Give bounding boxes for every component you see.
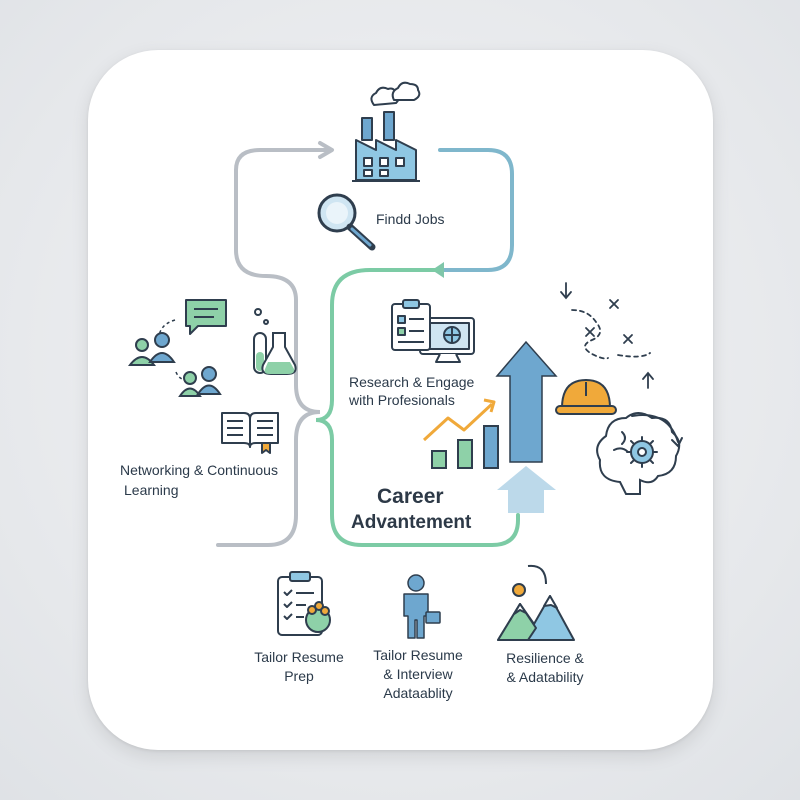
tailor-resume-line2: Prep xyxy=(284,668,314,684)
research-label-line1: Research & Engage xyxy=(349,374,475,390)
people-icon xyxy=(127,332,222,397)
resilience-line2: & Adatability xyxy=(506,669,584,685)
flask-icon xyxy=(253,308,297,375)
research-label-line2: with Profesionals xyxy=(349,392,455,408)
blue-flow-path xyxy=(436,148,514,272)
businessman-icon xyxy=(403,574,441,639)
factory-icon xyxy=(352,81,421,182)
networking-label-line2: Learning xyxy=(124,482,179,498)
checklist-icon xyxy=(277,571,331,636)
green-flow-path xyxy=(315,268,520,547)
chat-icon xyxy=(185,299,227,335)
interview-line2: & Interview xyxy=(383,666,453,682)
brain-gear-icon xyxy=(596,412,683,495)
networking-label-line1: Networking & Continuous xyxy=(120,462,278,478)
tailor-resume-line1: Tailor Resume xyxy=(254,649,344,665)
resilience-line1: Resilience & xyxy=(506,650,584,666)
interview-line1: Tailor Resume xyxy=(373,647,463,663)
clipboard-monitor-icon xyxy=(391,299,475,363)
growth-chart-icon xyxy=(422,398,499,469)
up-arrow-icon xyxy=(495,340,558,513)
gray-arrowhead xyxy=(318,141,334,159)
hard-hat-icon xyxy=(555,379,617,415)
magnifier-icon xyxy=(317,193,376,251)
interview-line3: Adataablity xyxy=(383,685,453,701)
career-title-line1: Career xyxy=(377,485,444,508)
career-title-line2: Advantement xyxy=(351,512,472,533)
strategy-map-icon xyxy=(560,282,654,389)
gray-flow-path xyxy=(216,148,330,547)
find-jobs-label: Findd Jobs xyxy=(376,211,445,227)
book-icon xyxy=(221,412,279,454)
mountain-icon xyxy=(497,564,575,641)
